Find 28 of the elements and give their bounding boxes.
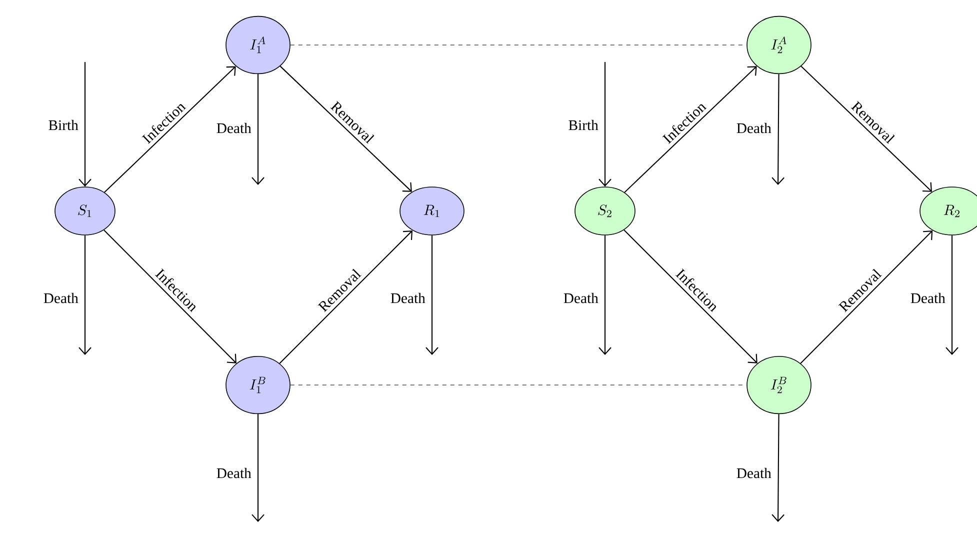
edge-label: Death <box>735 122 773 134</box>
arrow <box>624 66 757 193</box>
arrow <box>772 74 784 185</box>
arrow <box>946 235 958 355</box>
arrow <box>279 230 413 364</box>
arrow <box>426 235 438 355</box>
arrow <box>800 230 933 364</box>
arrow <box>104 230 236 364</box>
edge-label: Death <box>389 292 427 304</box>
arrow <box>78 62 92 187</box>
arrow <box>772 414 784 522</box>
arrow <box>252 414 264 522</box>
arrow <box>280 66 412 192</box>
edge-label: Death <box>215 122 253 134</box>
edge-label: Death <box>42 292 80 304</box>
arrow <box>800 66 932 192</box>
arrow <box>598 62 612 187</box>
arrow <box>252 74 264 185</box>
edge-label: Birth <box>46 118 80 132</box>
edge-label: Birth <box>566 118 600 132</box>
edge-label: Death <box>735 466 773 480</box>
edge-label: Death <box>562 292 600 304</box>
arrow <box>624 230 758 364</box>
edge-label: Death <box>215 466 253 480</box>
edge-label: Death <box>909 292 947 304</box>
arrow <box>598 235 612 355</box>
arrow <box>78 235 92 355</box>
arrow <box>104 66 236 193</box>
